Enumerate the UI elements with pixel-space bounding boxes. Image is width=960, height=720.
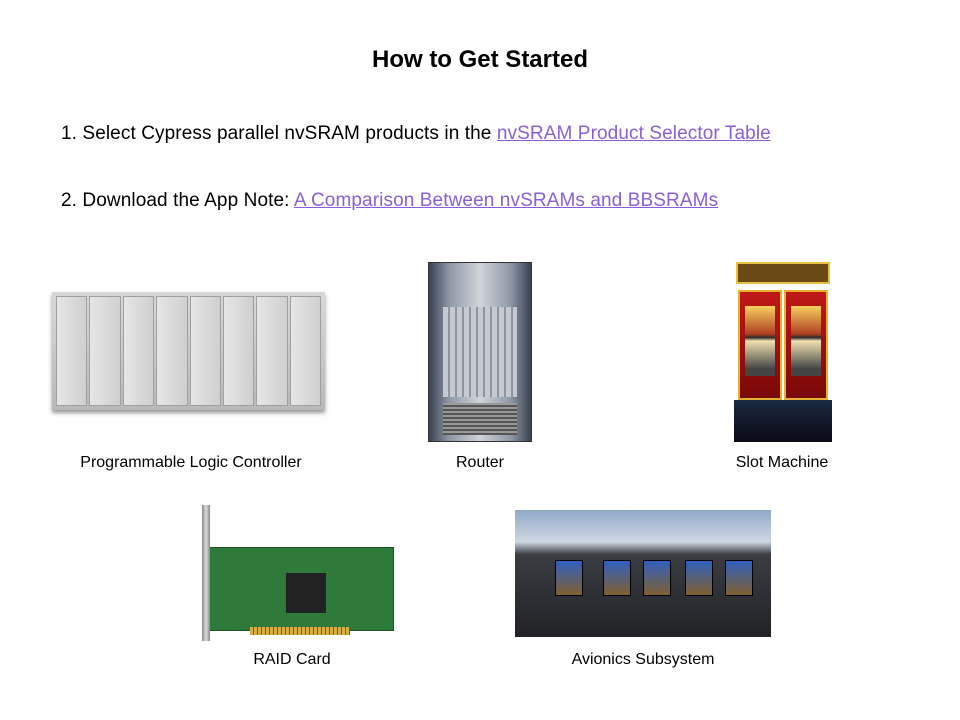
router-image bbox=[428, 262, 532, 442]
step-1-text: 1. Select Cypress parallel nvSRAM produc… bbox=[61, 123, 497, 144]
avionics-caption: Avionics Subsystem bbox=[571, 651, 715, 668]
raid-card-image bbox=[190, 505, 394, 641]
slot-machine-caption: Slot Machine bbox=[735, 454, 829, 471]
product-selector-link[interactable]: nvSRAM Product Selector Table bbox=[496, 123, 771, 144]
step-1: 1. Select Cypress parallel nvSRAM produc… bbox=[61, 123, 771, 145]
slide-title: How to Get Started bbox=[371, 46, 588, 73]
router-caption: Router bbox=[455, 454, 505, 471]
plc-caption: Programmable Logic Controller bbox=[80, 454, 302, 471]
avionics-image bbox=[515, 510, 771, 637]
step-2-text: 2. Download the App Note: bbox=[61, 190, 294, 211]
raid-card-caption: RAID Card bbox=[253, 651, 331, 668]
step-2: 2. Download the App Note: A Comparison B… bbox=[61, 190, 718, 212]
app-note-link[interactable]: A Comparison Between nvSRAMs and BBSRAMs bbox=[293, 190, 719, 211]
slot-machine-image bbox=[734, 262, 832, 442]
plc-image bbox=[52, 292, 325, 410]
